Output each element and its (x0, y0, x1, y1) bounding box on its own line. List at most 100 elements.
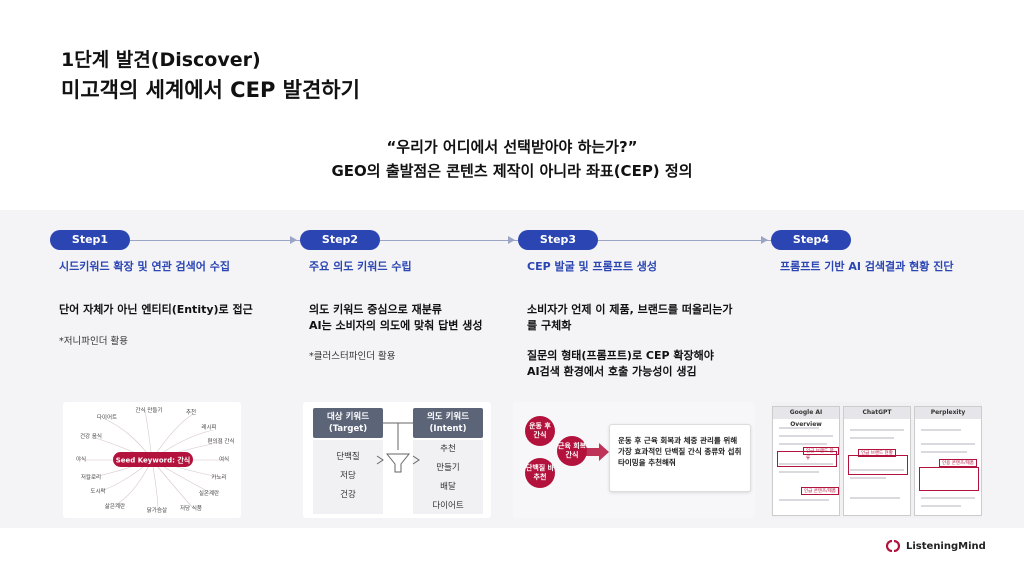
keyword-node: 여식 (219, 455, 229, 463)
panel-title: Google AI Overview (773, 407, 839, 428)
keyword-node: 다이어트 (97, 413, 117, 421)
text-line (850, 429, 904, 431)
quote-statement: GEO의 출발점은 콘텐츠 제작이 아니라 좌표(CEP) 정의 (331, 162, 693, 180)
step3-text-line: AI검색 환경에서 호출 가능성이 생김 (527, 365, 697, 378)
card-cep-prompt: 운동 후 간식 근육 회복 간식 단백질 바 추천 운동 후 근육 회복과 체중… (513, 402, 755, 518)
page-title-stage: 1단계 발견(Discover) (61, 49, 261, 71)
intent-keyword-list: 추천 만들기 배달 다이어트 (413, 440, 483, 516)
timeline-line (110, 240, 790, 241)
panel-chatgpt: ChatGPT 인급 브랜드 현황 (843, 406, 911, 516)
keyword-node: 간식 만들기 (135, 406, 162, 414)
text-line (850, 477, 886, 479)
seed-keyword-label: Seed Keyword: 간식 (116, 456, 190, 465)
panel-title: ChatGPT (844, 407, 910, 419)
text-line (850, 437, 894, 439)
listeningmind-logo-icon (886, 540, 900, 552)
keyword-node: 저당 식품 (180, 504, 202, 512)
intent-keyword: 만들기 (436, 463, 460, 473)
keyword-node: 닭가슴살 (147, 506, 167, 514)
target-keyword-list: 단백질 저당 건강 (313, 448, 383, 505)
step3-text-line: 소비자가 언제 이 제품, 브랜드를 떠올리는가 (527, 303, 733, 316)
target-keyword: 저당 (340, 471, 356, 481)
highlight-tag: 인급 콘텐츠/제품 (801, 487, 839, 495)
text-line (850, 469, 904, 471)
card-intent-mapping: 대상 키워드 (Target) 의도 키워드 (Intent) 단백질 저당 건… (303, 402, 491, 518)
step3-heading: CEP 발굴 및 프롬프트 생성 (527, 260, 658, 273)
intent-keyword: 배달 (440, 482, 456, 492)
page-title: 미고객의 세계에서 CEP 발견하기 (61, 78, 360, 102)
keyword-node: 카노리 (211, 473, 226, 481)
cep-circle: 단백질 바 추천 (525, 458, 555, 488)
text-line (921, 505, 961, 507)
keyword-node: 실온계란 (199, 489, 219, 497)
step1-badge: Step1 (50, 230, 130, 250)
step3-text: 소비자가 언제 이 제품, 브랜드를 떠올리는가 를 구체화 (527, 302, 733, 334)
step2-badge: Step2 (300, 230, 380, 250)
text-line (921, 497, 975, 499)
step1-heading: 시드키워드 확장 및 연관 검색어 수집 (59, 260, 230, 273)
highlight-box (919, 467, 979, 491)
step3-text-line: 질문의 형태(프롬프트)로 CEP 확장해야 (527, 349, 714, 362)
intent-list-panel (413, 440, 483, 514)
keyword-node: 삶은계란 (105, 502, 125, 510)
prompt-example: 운동 후 근육 회복과 체중 관리를 위해 가장 효과적인 단백질 간식 종류와… (609, 424, 751, 492)
intent-keyword: 추천 (440, 444, 456, 454)
highlight-box (848, 455, 908, 475)
panel-title: Perplexity (915, 407, 981, 419)
text-line (779, 463, 833, 465)
text-line (921, 429, 961, 431)
panel-google-ai-overview: Google AI Overview 인급 브랜드 한류 인급 콘텐츠/제품 (772, 406, 840, 516)
keyword-node: 저칼로리 (81, 473, 101, 481)
step2-text: 의도 키워드 중심으로 재분류 AI는 소비자의 의도에 맞춰 답변 생성 (309, 302, 482, 334)
target-list-panel (313, 440, 383, 514)
highlight-tag: 인용 콘텐츠/제품 (939, 459, 977, 467)
quote-question: “우리가 어디에서 선택받아야 하는가?” (386, 138, 638, 156)
step1-note: *저니파인더 활용 (59, 336, 128, 347)
step2-text-line: AI는 소비자의 의도에 맞춰 답변 생성 (309, 319, 483, 332)
step3-text-2: 질문의 형태(프롬프트)로 CEP 확장해야 AI검색 환경에서 호출 가능성이… (527, 348, 714, 380)
keyword-node: 도시락 (90, 487, 105, 495)
step3-badge: Step3 (518, 230, 598, 250)
funnel-icon (376, 422, 420, 473)
text-line (779, 443, 827, 445)
step1-text: 단어 자체가 아닌 엔티티(Entity)로 접근 (59, 302, 253, 318)
keyword-node: 건강 음식 (80, 432, 102, 440)
text-line (921, 451, 967, 453)
brand-name: ListeningMind (906, 540, 986, 552)
step4-heading: 프롬프트 기반 AI 검색결과 현황 진단 (780, 260, 954, 273)
keyword-node: 레시피 (201, 423, 216, 431)
keyword-node: 추천 (186, 408, 196, 416)
timeline-arrow-icon (290, 236, 297, 244)
text-line (850, 497, 900, 499)
step2-text-line: 의도 키워드 중심으로 재분류 (309, 303, 442, 316)
brand-logo: ListeningMind (886, 540, 986, 552)
panel-perplexity: Perplexity 인용 콘텐츠/제품 (914, 406, 982, 516)
cep-circle: 운동 후 간식 (525, 416, 555, 446)
keyword-map-diagram: Seed Keyword: 간식 간식 만들기 추천 다이어트 레시피 건강 음… (76, 406, 235, 514)
timeline-arrow-icon (761, 236, 768, 244)
step3-text-line: 를 구체화 (527, 319, 572, 332)
text-line (779, 471, 819, 473)
arrow-right-icon (583, 443, 609, 461)
target-keyword: 건강 (340, 490, 356, 500)
step2-heading: 주요 의도 키워드 수립 (309, 260, 412, 273)
step1-text-line: 단어 자체가 아닌 엔티티(Entity)로 접근 (59, 303, 253, 316)
timeline-arrow-icon (508, 236, 515, 244)
intent-keyword: 다이어트 (432, 501, 464, 511)
step4-badge: Step4 (771, 230, 851, 250)
card-ai-results: Google AI Overview 인급 브랜드 한류 인급 콘텐츠/제품 C… (771, 402, 982, 518)
intent-keyword-header: 의도 키워드 (Intent) (413, 408, 483, 438)
text-line (779, 499, 829, 501)
keyword-node: 편의점 간식 (207, 437, 234, 445)
target-keyword-header: 대상 키워드 (Target) (313, 408, 383, 438)
text-line (779, 427, 819, 429)
text-line (779, 435, 833, 437)
card-keyword-map: Seed Keyword: 간식 간식 만들기 추천 다이어트 레시피 건강 음… (63, 402, 241, 518)
target-keyword: 단백질 (336, 452, 360, 462)
highlight-box (777, 451, 837, 467)
cep-circle: 근육 회복 간식 (557, 436, 587, 466)
text-line (921, 443, 975, 445)
step2-note: *클러스터파인더 활용 (309, 351, 396, 362)
keyword-node: 야식 (76, 455, 86, 463)
